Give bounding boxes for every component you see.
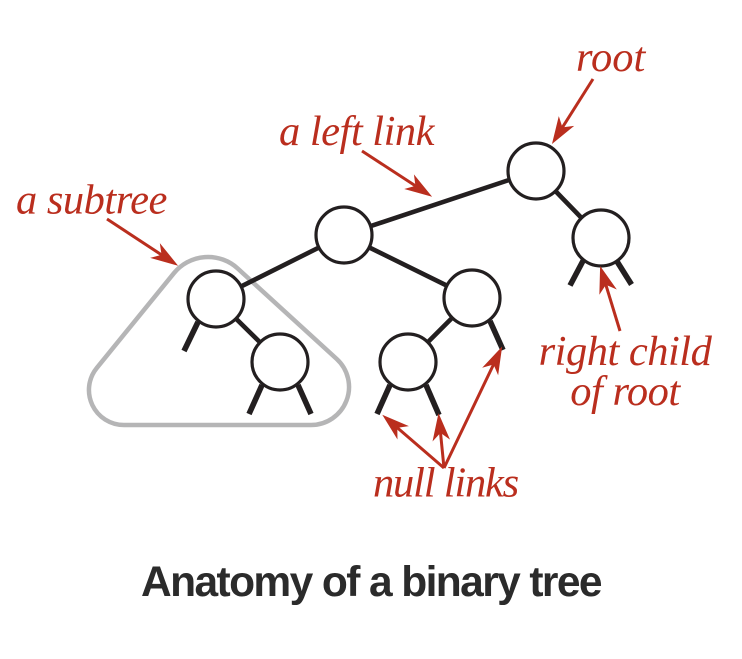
svg-text:a subtree: a subtree [16, 177, 167, 224]
svg-text:of root: of root [570, 368, 681, 415]
svg-text:Anatomy of a binary tree: Anatomy of a binary tree [141, 559, 602, 606]
svg-text:right child: right child [539, 328, 713, 375]
svg-text:a left link: a left link [279, 108, 436, 155]
svg-text:null links: null links [373, 460, 519, 507]
svg-text:root: root [576, 34, 646, 81]
